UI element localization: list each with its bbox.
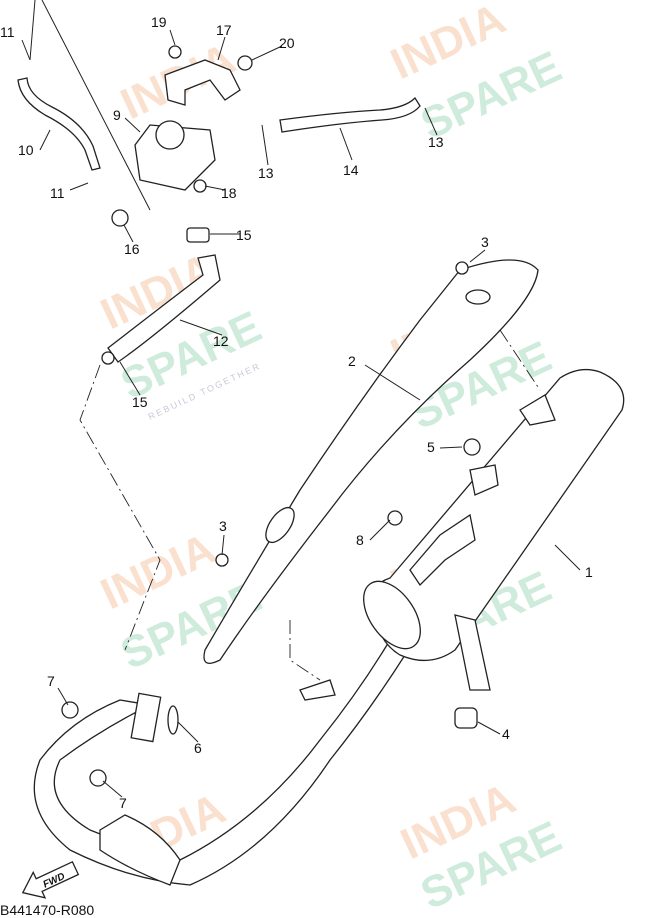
callout-3: 3 [481,234,489,250]
callout-9: 9 [113,107,121,123]
pipe-12 [107,254,221,363]
callout-2: 2 [348,353,356,369]
callout-7: 7 [119,795,127,811]
hose-10 [17,77,101,171]
callout-16: 16 [124,241,140,257]
diagram-code: B441470-R080 [0,902,95,918]
callout-10: 10 [18,142,34,158]
callout-18: 18 [221,185,237,201]
heat-shield-2 [203,259,539,664]
muffler-1 [371,368,625,662]
callout-3: 3 [219,518,227,534]
bracket-17 [164,59,241,106]
callout-17: 17 [216,22,232,38]
damper-4 [454,707,478,729]
callout-20: 20 [279,35,295,51]
callout-15: 15 [236,227,252,243]
callout-labels: 1 2 3 3 4 5 6 7 7 8 9 10 11 11 12 13 13 … [0,14,593,811]
callout-13: 13 [428,134,444,150]
fwd-arrow-icon: FWD [21,860,80,899]
callout-14: 14 [343,162,359,178]
catalyst [99,814,181,886]
callout-12: 12 [213,333,229,349]
callout-6: 6 [194,740,202,756]
callout-15: 15 [132,394,148,410]
callout-11: 11 [0,24,15,40]
callout-8: 8 [356,532,364,548]
air-valve-9 [134,124,216,191]
callout-4: 4 [502,726,510,742]
exhaust-pipe [33,638,406,886]
callout-7: 7 [47,673,55,689]
callout-1: 1 [585,564,593,580]
callout-13: 13 [258,165,274,181]
hose-14 [279,96,421,133]
callout-19: 19 [151,14,167,30]
callout-5: 5 [427,439,435,455]
callout-11: 11 [50,185,65,201]
